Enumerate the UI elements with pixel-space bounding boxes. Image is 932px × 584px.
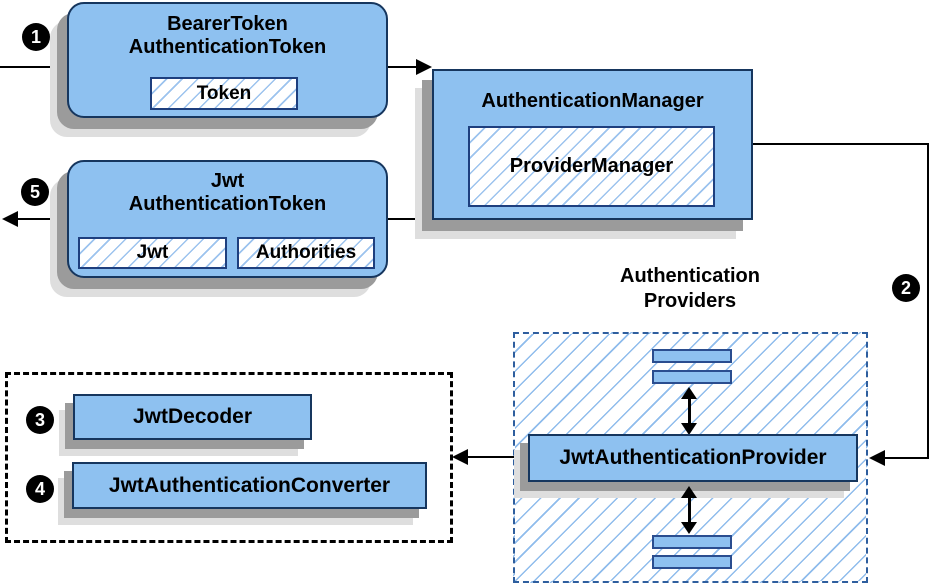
step-3-badge: 3 bbox=[26, 406, 54, 434]
authentication-manager-title: AuthenticationManager bbox=[481, 90, 704, 112]
bearer-token-title-line1: BearerToken bbox=[167, 13, 288, 35]
step-2-badge: 2 bbox=[892, 274, 920, 302]
step-3-number: 3 bbox=[34, 409, 45, 430]
provider-stack-bar-bottom-1 bbox=[652, 535, 732, 549]
provider-to-decoder-line bbox=[466, 456, 528, 458]
provider-manager-chip: ProviderManager bbox=[468, 126, 715, 207]
jwt-authentication-provider-box: JwtAuthenticationProvider bbox=[528, 434, 858, 482]
bearer-token-title-line2: AuthenticationToken bbox=[128, 36, 327, 58]
request-in-line bbox=[0, 66, 67, 68]
authorities-chip-label: Authorities bbox=[255, 242, 357, 263]
authentication-providers-label: Authentication Providers bbox=[545, 264, 835, 314]
provider-stack-bar-top-1 bbox=[652, 349, 732, 363]
jwt-token-title-line1: Jwt bbox=[210, 170, 245, 192]
step-5-badge: 5 bbox=[21, 178, 49, 206]
bearer-to-manager-arrowhead bbox=[416, 59, 432, 75]
jwt-authentication-converter-label: JwtAuthenticationConverter bbox=[108, 473, 391, 497]
jwt-authentication-provider-label: JwtAuthenticationProvider bbox=[559, 446, 827, 469]
jwt-token-title-line2: AuthenticationToken bbox=[128, 193, 327, 215]
jwt-chip-label: Jwt bbox=[136, 242, 169, 263]
double-arrow-bottom-down-head bbox=[681, 522, 697, 534]
double-arrow-bottom-shaft bbox=[688, 496, 691, 524]
step-1-number: 1 bbox=[30, 26, 41, 47]
step-4-number: 4 bbox=[34, 478, 45, 499]
bearer-to-manager-arrow-line bbox=[388, 66, 418, 68]
double-arrow-top-up-head bbox=[681, 387, 697, 399]
double-arrow-bottom-up-head bbox=[681, 486, 697, 498]
double-arrow-top-down-head bbox=[681, 423, 697, 435]
step-5-number: 5 bbox=[29, 181, 40, 202]
jwt-decoder-label: JwtDecoder bbox=[132, 405, 253, 428]
provider-stack-bar-bottom-2 bbox=[652, 555, 732, 569]
provider-stack-bar-top-2 bbox=[652, 370, 732, 384]
into-provider-arrowhead bbox=[869, 450, 885, 466]
provider-manager-label: ProviderManager bbox=[509, 155, 674, 177]
decoder-converter-group-box bbox=[5, 372, 453, 543]
double-arrow-top-shaft bbox=[688, 397, 691, 425]
provider-to-decoder-arrowhead bbox=[452, 449, 468, 465]
manager-to-provider-line-vertical bbox=[927, 143, 929, 459]
manager-to-provider-line-bottom bbox=[884, 457, 929, 459]
jwt-chip: Jwt bbox=[78, 237, 227, 269]
step-2-number: 2 bbox=[900, 277, 911, 298]
step-1-badge: 1 bbox=[22, 23, 50, 51]
response-out-arrowhead bbox=[2, 211, 18, 227]
jwt-authentication-converter-box: JwtAuthenticationConverter bbox=[72, 462, 427, 509]
authentication-providers-label-line2: Providers bbox=[643, 290, 737, 312]
jwt-decoder-box: JwtDecoder bbox=[73, 394, 312, 440]
authorities-chip: Authorities bbox=[237, 237, 375, 269]
manager-to-jwt-token-line bbox=[388, 218, 432, 220]
step-4-badge: 4 bbox=[26, 475, 54, 503]
token-chip: Token bbox=[150, 77, 298, 110]
response-out-line bbox=[14, 218, 67, 220]
manager-to-provider-line-horizontal bbox=[753, 143, 929, 145]
token-chip-label: Token bbox=[196, 82, 252, 104]
authentication-providers-label-line1: Authentication bbox=[620, 265, 760, 287]
